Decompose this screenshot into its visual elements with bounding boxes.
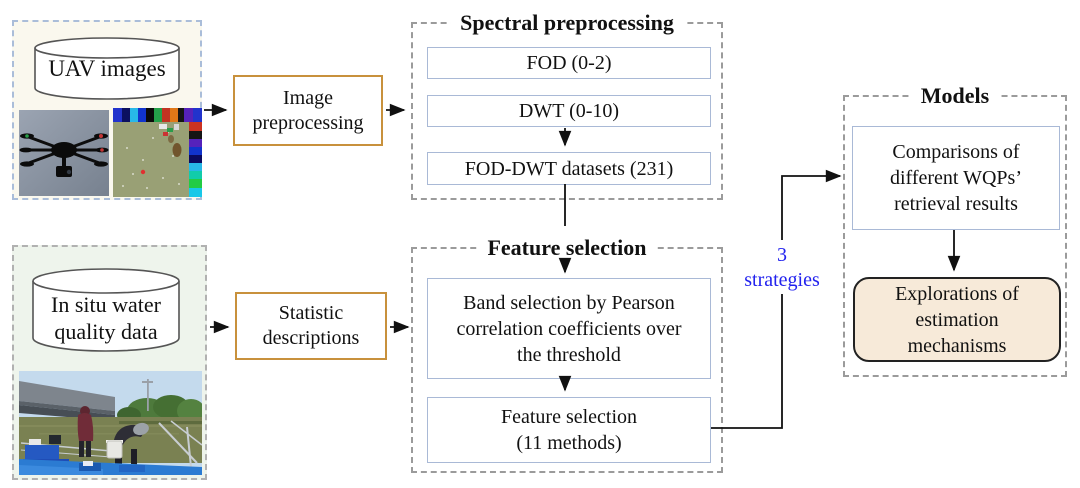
feature-selection-title: Feature selection [477,233,657,263]
statistic-descriptions-box: Statistic descriptions [235,292,387,360]
hyperspectral-cube-image [113,108,202,197]
insitu-water-quality-panel: In situ water quality data [12,245,207,480]
fod-step-box: FOD (0-2) [427,47,711,79]
feature-selection-group: Feature selection Band selection by Pear… [411,233,723,473]
uav-images-label: UAV images [48,56,166,81]
person-standing [77,406,94,457]
band-selection-box: Band selection by Pearson correlation co… [427,278,711,379]
boat-deck [19,459,202,475]
drone-photo [19,110,109,196]
insitu-label: In situ water quality data [51,292,161,344]
dwt-step-box: DWT (0-10) [427,95,711,127]
spectral-preprocessing-title: Spectral preprocessing [450,8,684,38]
database-cylinder-icon [34,37,180,100]
three-strategies-label: 3 strategies [744,244,820,291]
boat-sampling-photo [19,371,202,475]
fod-dwt-datasets-box: FOD-DWT datasets (231) [427,152,711,185]
estimation-mechanisms-box: Explorations of estimation mechanisms [853,277,1061,362]
database-cylinder-icon [32,268,180,352]
cube-side-bands [189,122,202,197]
light-pole [142,379,153,411]
image-preprocessing-box: Image preprocessing [233,75,383,146]
spectral-preprocessing-group: Spectral preprocessing FOD (0-2) DWT (0-… [411,8,723,200]
cube-top-bands [113,108,202,122]
trees [117,395,202,424]
models-title: Models [910,81,1000,111]
cube-face [113,122,189,197]
feature-selection-methods-box: Feature selection (11 methods) [427,397,711,463]
connector-strategies-upper-arrow [781,169,842,240]
wqp-comparisons-box: Comparisons of different WQPs’ retrieval… [852,126,1060,230]
uav-images-panel: UAV images [12,20,202,200]
drone-silhouette [19,133,109,177]
models-group: Models Comparisons of different WQPs’ re… [843,81,1067,377]
